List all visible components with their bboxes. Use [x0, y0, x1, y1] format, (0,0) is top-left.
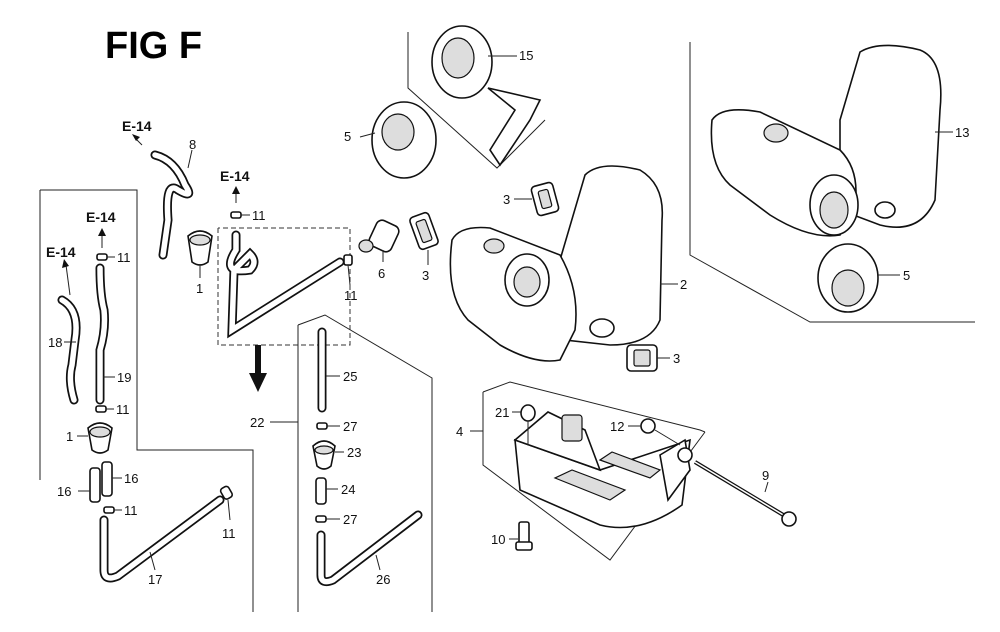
fuel-hose-dashed-group	[225, 230, 345, 339]
group-outline-tank-13	[689, 42, 975, 323]
part-label-26: 26	[376, 572, 390, 587]
part-label-21: 21	[495, 405, 509, 420]
down-arrow-icon	[249, 345, 267, 392]
leader-5-upper	[359, 132, 376, 138]
part-label-8: 8	[189, 137, 196, 152]
bolt-10	[515, 521, 533, 551]
connector-24	[315, 477, 327, 505]
part-label-12: 12	[610, 419, 624, 434]
fuel-cap-15	[431, 25, 542, 167]
leader-9	[764, 481, 769, 493]
group-outline-cap-15	[407, 32, 546, 169]
ref-label-e14-a: E-14	[122, 118, 152, 134]
leader-8	[187, 149, 193, 169]
part-label-1-lower: 1	[66, 429, 73, 444]
ref-arrow-e14-b: E-14	[220, 168, 250, 203]
part-label-11-b: 11	[344, 288, 358, 303]
part-label-5-right: 5	[903, 268, 910, 283]
part-label-5-upper: 5	[344, 129, 351, 144]
part-label-11-f: 11	[222, 526, 236, 541]
ref-label-e14-c: E-14	[86, 209, 116, 225]
ref-label-e14-b: E-14	[220, 168, 250, 184]
leader-26	[375, 554, 381, 571]
part-label-25: 25	[343, 369, 357, 384]
part-label-17: 17	[148, 572, 162, 587]
part-label-2: 2	[680, 277, 687, 292]
part-label-11-d: 11	[116, 402, 130, 417]
ref-arrow-e14-a: E-14	[122, 118, 152, 146]
connector-16-left	[89, 467, 101, 503]
grommet-3-upper	[530, 181, 560, 217]
tank-base-4	[513, 411, 691, 529]
part-label-23: 23	[347, 445, 361, 460]
fuel-cap-5-upper	[371, 101, 437, 179]
fuel-hose-19	[95, 263, 109, 405]
fuel-tank-2	[449, 165, 664, 362]
fuel-hose-8	[150, 150, 194, 260]
grommet-3-lower	[626, 344, 658, 372]
part-label-4: 4	[456, 424, 463, 439]
part-label-11-e: 11	[124, 503, 138, 518]
part-label-3-upper: 3	[503, 192, 510, 207]
group-outline-22	[297, 314, 433, 612]
part-label-3-lower: 3	[673, 351, 680, 366]
part-label-16-left: 16	[57, 484, 71, 499]
ref-arrow-e14-d: E-14	[46, 244, 76, 296]
group-outline-left-b	[40, 189, 254, 612]
part-label-18: 18	[48, 335, 62, 350]
part-label-24: 24	[341, 482, 355, 497]
fuel-hose-26	[316, 510, 423, 587]
part-label-3-middle: 3	[422, 268, 429, 283]
group-outline-hose-dashed	[217, 227, 351, 346]
hose-clip-11-c	[96, 253, 108, 261]
grommet-3-middle	[409, 211, 439, 251]
group-outline-base-top	[482, 381, 706, 433]
leader-11-b	[347, 264, 351, 286]
bolt-9	[677, 447, 797, 527]
hose-clip-27-lower	[315, 515, 327, 523]
fuel-tank-13	[710, 44, 942, 237]
part-label-15: 15	[519, 48, 533, 63]
fuel-filter-1-lower	[87, 422, 113, 454]
part-label-22: 22	[250, 415, 264, 430]
leader-11-f	[227, 499, 231, 521]
hose-clip-11-e	[103, 506, 115, 514]
fuel-hose-18	[57, 295, 81, 405]
fuel-joint-6	[358, 219, 400, 253]
part-label-11-a: 11	[252, 208, 266, 223]
hose-clip-11-d	[95, 405, 107, 413]
nut-21	[520, 404, 536, 445]
hose-clip-27-upper	[316, 422, 328, 430]
fuel-cap-5-right	[817, 243, 879, 313]
part-label-13: 13	[955, 125, 969, 140]
fuel-filter-1-upper	[187, 230, 213, 266]
part-label-16-right: 16	[124, 471, 138, 486]
connector-16-right	[101, 461, 113, 497]
nut-12	[640, 418, 681, 446]
leader-17	[149, 551, 156, 571]
fuel-hose-17	[99, 495, 225, 583]
hose-clip-11-a	[230, 211, 242, 219]
part-label-9: 9	[762, 468, 769, 483]
part-label-1-upper: 1	[196, 281, 203, 296]
part-label-11-c: 11	[117, 250, 131, 265]
part-label-19: 19	[117, 370, 131, 385]
hose-clip-11-b	[343, 254, 353, 266]
hose-clip-11-f	[219, 485, 234, 500]
part-label-27-upper: 27	[343, 419, 357, 434]
part-label-6: 6	[378, 266, 385, 281]
ref-arrow-e14-c: E-14	[86, 209, 116, 248]
ref-label-e14-d: E-14	[46, 244, 76, 260]
figure-title: FIG F	[105, 25, 202, 67]
fuel-filter-23	[312, 440, 336, 470]
part-label-27-lower: 27	[343, 512, 357, 527]
part-label-10: 10	[491, 532, 505, 547]
